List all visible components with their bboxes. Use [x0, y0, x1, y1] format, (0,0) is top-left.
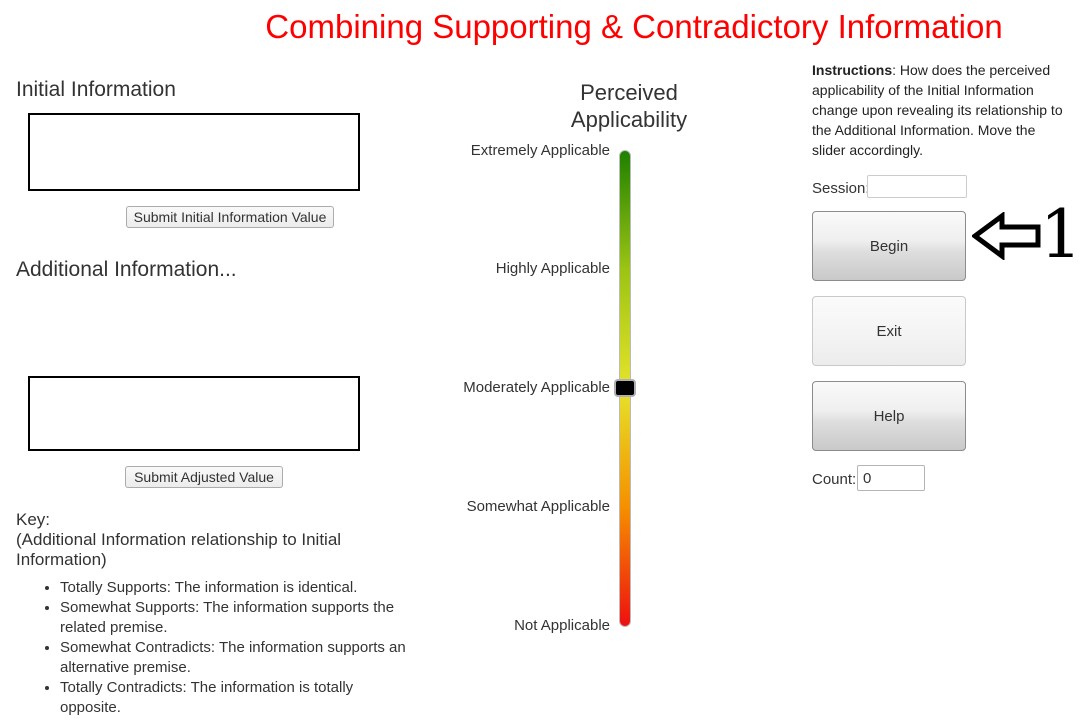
perceived-applicability-heading: Perceived Applicability — [570, 80, 688, 132]
instructions-label: Instructions — [812, 62, 893, 78]
additional-information-box — [28, 376, 360, 451]
page-title: Combining Supporting & Contradictory Inf… — [265, 8, 1003, 45]
session-input[interactable] — [867, 175, 967, 198]
key-heading-line1: Key: — [16, 510, 51, 529]
slider-label-somewhat-applicable: Somewhat Applicable — [466, 498, 610, 515]
additional-information-heading: Additional Information... — [16, 258, 237, 281]
key-heading: Key: (Additional Information relationshi… — [16, 510, 401, 570]
count-input[interactable] — [857, 465, 925, 491]
initial-information-heading: Initial Information — [16, 78, 176, 101]
slider-label-highly-applicable: Highly Applicable — [495, 260, 610, 277]
slider-label-not-applicable: Not Applicable — [514, 617, 610, 634]
key-heading-line2: (Additional Information relationship to … — [16, 530, 342, 569]
session-label: Session: — [812, 180, 870, 197]
slider-label-extremely-applicable: Extremely Applicable — [470, 142, 610, 159]
initial-information-box — [28, 113, 360, 191]
applicability-slider-handle[interactable] — [614, 379, 636, 397]
slider-label-moderately-applicable: Moderately Applicable — [463, 379, 610, 396]
submit-initial-information-button[interactable]: Submit Initial Information Value — [126, 206, 334, 228]
exit-button[interactable]: Exit — [812, 296, 966, 366]
arrow-left-icon — [972, 212, 1041, 260]
key-item: Somewhat Contradicts: The information su… — [60, 638, 410, 678]
key-item: Totally Supports: The information is ide… — [60, 578, 410, 598]
count-label: Count: — [812, 471, 857, 488]
submit-adjusted-value-button[interactable]: Submit Adjusted Value — [125, 466, 283, 488]
instructions-body: : How does the perceived applicability o… — [812, 62, 1063, 158]
annotation-number: 1 — [1040, 196, 1082, 273]
key-item: Totally Contradicts: The information is … — [60, 678, 410, 718]
begin-button[interactable]: Begin — [812, 211, 966, 281]
key-list: Totally Supports: The information is ide… — [42, 578, 410, 718]
help-button[interactable]: Help — [812, 381, 966, 451]
key-item: Somewhat Supports: The information suppo… — [60, 598, 410, 638]
instructions-text: Instructions: How does the perceived app… — [812, 60, 1070, 160]
